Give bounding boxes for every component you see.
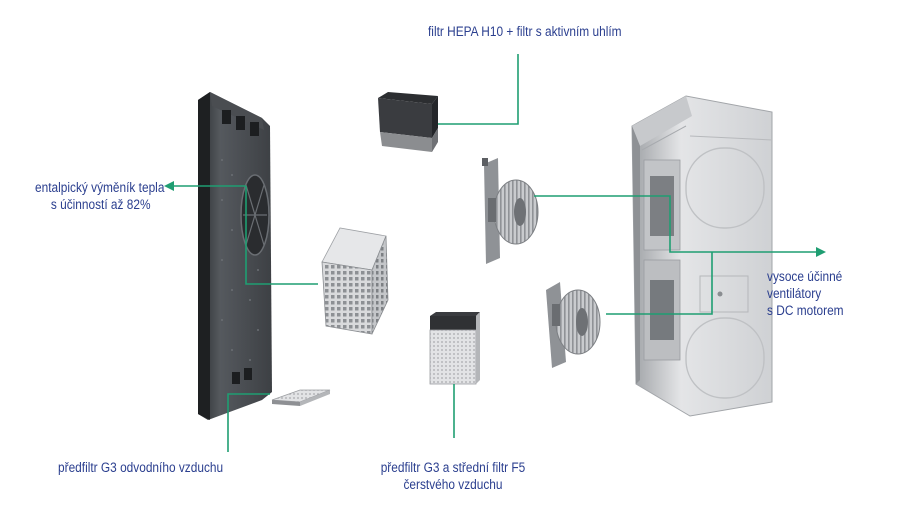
label-prefilter-fresh: předfiltr G3 a střední filtr F5 čerstvéh… <box>369 459 536 493</box>
callout-lines <box>172 54 818 452</box>
label-prefilter-exhaust: předfiltr G3 odvodního vzduchu <box>58 460 224 475</box>
hepa-carbon-filter <box>378 92 438 152</box>
label-exchanger-line1: entalpický výměník tepla <box>35 180 165 195</box>
callout-hepa <box>438 54 519 125</box>
label-prefilter-fresh-line2: čerstvého vzduchu <box>403 477 503 492</box>
label-prefilter-fresh-line1: předfiltr G3 a střední filtr F5 <box>380 460 526 475</box>
label-fans-line2: ventilátory <box>767 286 822 301</box>
callout-prefilter-exhaust <box>227 393 270 452</box>
callout-fans-lower <box>606 252 713 315</box>
callout-fans <box>534 195 818 253</box>
label-fans: vysoce účinné ventilátory s DC motorem <box>767 268 844 319</box>
heat-exchanger-cube <box>321 227 389 335</box>
g3-prefilter-slab <box>271 389 331 406</box>
callout-exchanger-main <box>245 186 318 285</box>
arrow-heads <box>164 181 826 257</box>
label-fans-line3: s DC motorem <box>767 303 844 318</box>
label-exchanger-line2: s účinností až 82% <box>50 197 151 212</box>
label-fans-line1: vysoce účinné <box>767 269 843 284</box>
arrow-left-icon <box>164 181 174 191</box>
fan-upper <box>482 158 539 264</box>
fan-lower <box>546 282 601 368</box>
g3-f5-filter <box>429 312 480 385</box>
panel-grille <box>240 174 270 256</box>
label-hepa: filtr HEPA H10 + filtr s aktivním uhlím <box>428 24 622 39</box>
front-panel <box>198 92 272 420</box>
unit-housing <box>631 95 773 417</box>
arrow-right-icon <box>816 247 826 257</box>
label-exchanger: entalpický výměník tepla s účinností až … <box>35 179 164 213</box>
